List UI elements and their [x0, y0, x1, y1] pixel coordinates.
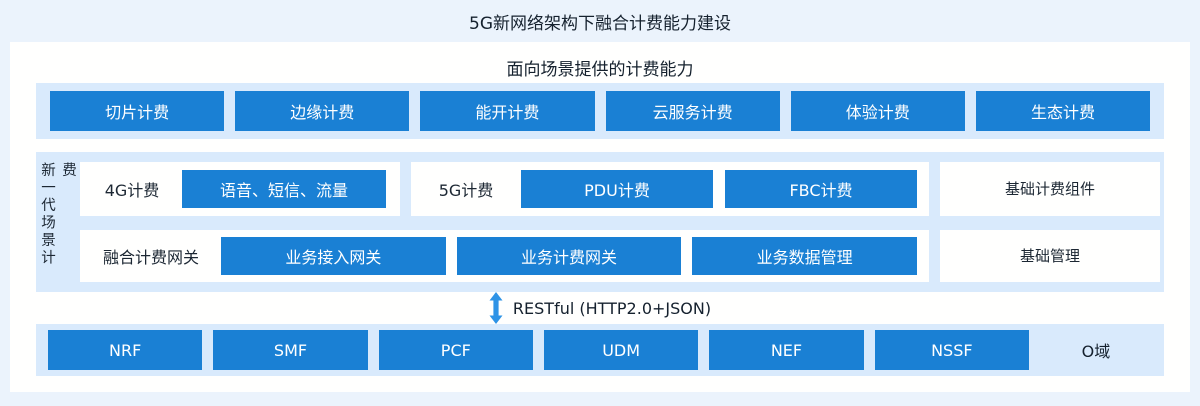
capability-node-cloud-billing: 云服务计费	[605, 91, 780, 131]
network-functions-panel: NRF SMF PCF UDM NEF NSSF O域	[36, 324, 1164, 376]
capability-node-edge-billing: 边缘计费	[235, 91, 410, 131]
scene-billing-content: 4G计费 语音、短信、流量 5G计费 PDU计费 FBC计费 基础计费组件 融合…	[80, 162, 1160, 282]
group-gateway-label: 融合计费网关	[102, 247, 199, 267]
node-basic-management: 基础管理	[940, 229, 1160, 282]
node-service-data-management: 业务数据管理	[692, 236, 918, 275]
capabilities-heading: 面向场景提供的计费能力	[506, 60, 694, 80]
group-4g-billing: 4G计费 语音、短信、流量	[80, 162, 400, 216]
node-udm: UDM	[543, 330, 699, 370]
billing-row-bottom: 融合计费网关 业务接入网关 业务计费网关 业务数据管理 基础管理	[80, 229, 1160, 282]
scene-billing-side-label: 新一代场景计费	[39, 162, 76, 267]
vertical-double-arrow-icon	[489, 292, 503, 324]
capability-node-experience-billing: 体验计费	[790, 91, 965, 131]
group-5g-billing: 5G计费 PDU计费 FBC计费	[411, 162, 929, 216]
group-4g-label: 4G计费	[104, 180, 160, 200]
group-5g-label: 5G计费	[438, 180, 494, 200]
node-nef: NEF	[709, 330, 864, 370]
node-smf: SMF	[213, 330, 368, 370]
scene-billing-panel: 新一代场景计费 4G计费 语音、短信、流量 5G计费 PDU计费 FBC计费 基…	[36, 152, 1164, 292]
capability-node-ecosystem-billing: 生态计费	[975, 91, 1151, 131]
capabilities-panel: 切片计费 边缘计费 能开计费 云服务计费 体验计费 生态计费	[36, 83, 1164, 139]
node-nrf: NRF	[48, 330, 203, 370]
interface-connector-row: RESTful (HTTP2.0+JSON)	[10, 292, 1190, 324]
group-converged-gateway: 融合计费网关 业务接入网关 业务计费网关 业务数据管理	[80, 229, 929, 282]
capability-node-slice-billing: 切片计费	[50, 91, 225, 131]
page-title: 5G新网络架构下融合计费能力建设	[469, 14, 731, 34]
node-basic-billing-component: 基础计费组件	[940, 162, 1160, 216]
node-pdu-billing: PDU计费	[521, 169, 713, 208]
node-service-billing-gateway: 业务计费网关	[456, 236, 682, 275]
node-fbc-billing: FBC计费	[725, 169, 917, 208]
interface-protocol-label: RESTful (HTTP2.0+JSON)	[512, 298, 712, 318]
node-nssf: NSSF	[874, 330, 1029, 370]
billing-row-top: 4G计费 语音、短信、流量 5G计费 PDU计费 FBC计费 基础计费组件	[80, 162, 1160, 216]
node-pcf: PCF	[378, 330, 533, 370]
diagram-card: 面向场景提供的计费能力 切片计费 边缘计费 能开计费 云服务计费 体验计费 生态…	[10, 42, 1190, 392]
capability-node-openness-billing: 能开计费	[420, 91, 595, 131]
node-voice-sms-data: 语音、短信、流量	[182, 169, 386, 208]
node-service-access-gateway: 业务接入网关	[221, 236, 446, 275]
o-domain-label: O域	[1081, 342, 1111, 361]
